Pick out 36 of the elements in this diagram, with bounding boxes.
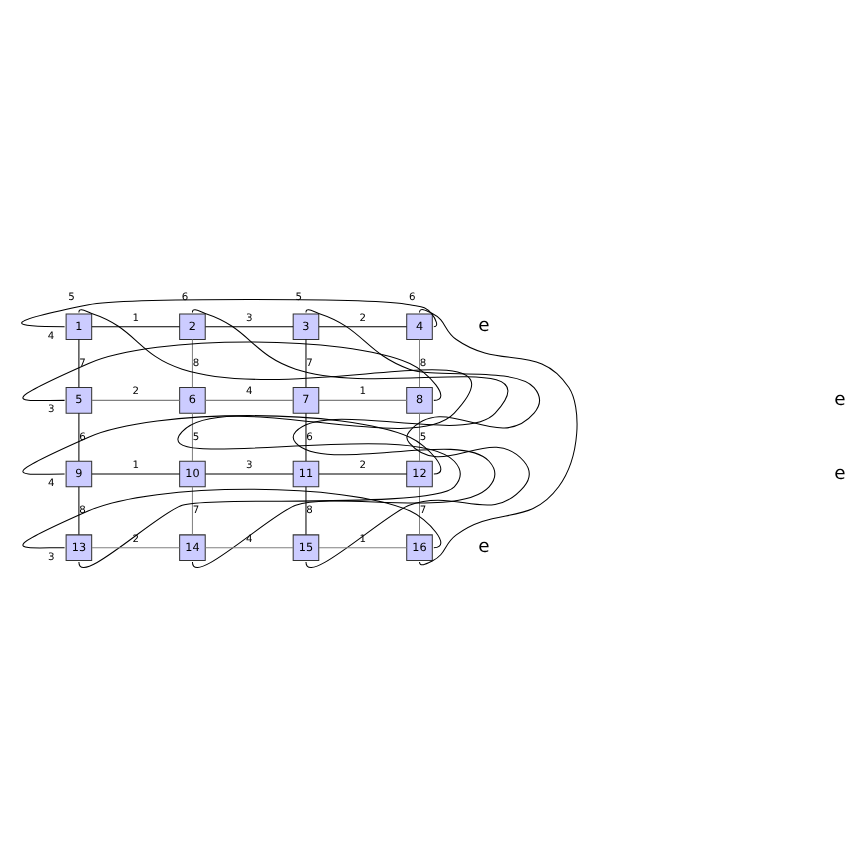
connector bbox=[419, 486, 420, 536]
connector bbox=[191, 309, 509, 568]
connector bbox=[419, 339, 420, 388]
connector bbox=[204, 473, 294, 475]
label: e bbox=[478, 315, 490, 338]
label: e bbox=[834, 388, 846, 411]
connector bbox=[318, 326, 408, 328]
connector bbox=[191, 412, 193, 462]
connector bbox=[191, 486, 193, 536]
connector bbox=[305, 339, 307, 388]
connector bbox=[204, 399, 294, 401]
connector bbox=[305, 486, 307, 536]
connector bbox=[204, 547, 294, 549]
connector bbox=[21, 298, 438, 328]
connector bbox=[78, 486, 80, 536]
connector bbox=[91, 326, 181, 328]
connector bbox=[91, 399, 181, 401]
connector bbox=[204, 326, 294, 328]
connector bbox=[318, 547, 408, 549]
connector bbox=[91, 547, 181, 549]
connector bbox=[22, 488, 442, 549]
label: e bbox=[834, 462, 846, 485]
connector bbox=[91, 473, 181, 475]
connector bbox=[318, 473, 408, 475]
connector bbox=[419, 309, 578, 566]
connector bbox=[22, 415, 442, 475]
connector bbox=[78, 339, 80, 388]
connector bbox=[419, 412, 420, 462]
connector bbox=[305, 412, 307, 462]
connector bbox=[78, 309, 472, 568]
connector bbox=[305, 309, 541, 568]
connector bbox=[318, 399, 408, 401]
connector bbox=[191, 339, 193, 388]
connector bbox=[78, 412, 80, 462]
connector bbox=[22, 341, 442, 402]
label: e bbox=[478, 536, 490, 559]
